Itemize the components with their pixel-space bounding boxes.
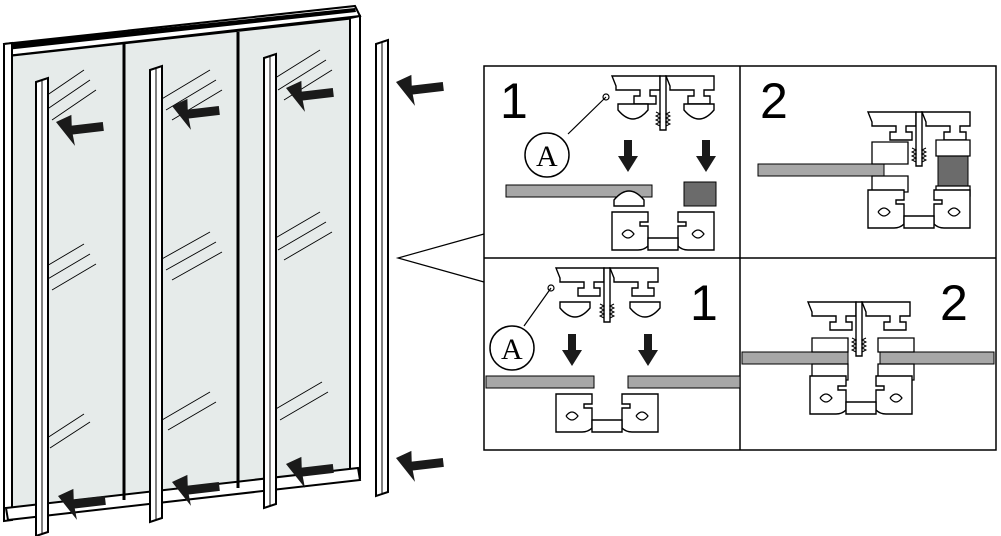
detail-callout-pointer [395, 233, 485, 283]
profile-bar-2 [149, 64, 163, 524]
detail-panel-bottom-right: 2 [741, 275, 995, 415]
gasket-insert [937, 155, 969, 187]
callout-letter: A [501, 333, 523, 366]
step-number: 1 [500, 73, 528, 129]
vertical-profile-bars [35, 38, 389, 536]
gasket-insert [683, 181, 717, 207]
glass-panel-bar [505, 184, 653, 198]
screen-frame [2, 4, 362, 523]
detail-panel-top-left: 1 A [500, 73, 717, 251]
step-number: 1 [690, 275, 718, 331]
glass-reflections [39, 49, 333, 449]
detail-panel-bottom-left: 1 A [485, 267, 741, 433]
glass-panel-bar [741, 351, 849, 365]
insertion-arrow [390, 66, 447, 114]
profile-bar-4 [375, 38, 389, 498]
insertion-arrow [390, 442, 447, 490]
glass-panel-bar [879, 351, 995, 365]
profile-bar-1 [35, 76, 49, 536]
glass-panel-bar [627, 375, 741, 389]
callout-circle [524, 132, 570, 178]
step-number: 2 [940, 275, 968, 331]
glass-panel-bar [485, 375, 595, 389]
detail-panel-top-right: 2 [757, 73, 971, 229]
glass-panel-bar [757, 163, 885, 177]
profile-bar-3 [263, 52, 277, 510]
step-number: 2 [760, 73, 788, 129]
callout-letter: A [536, 140, 558, 173]
callout-circle [489, 325, 535, 371]
